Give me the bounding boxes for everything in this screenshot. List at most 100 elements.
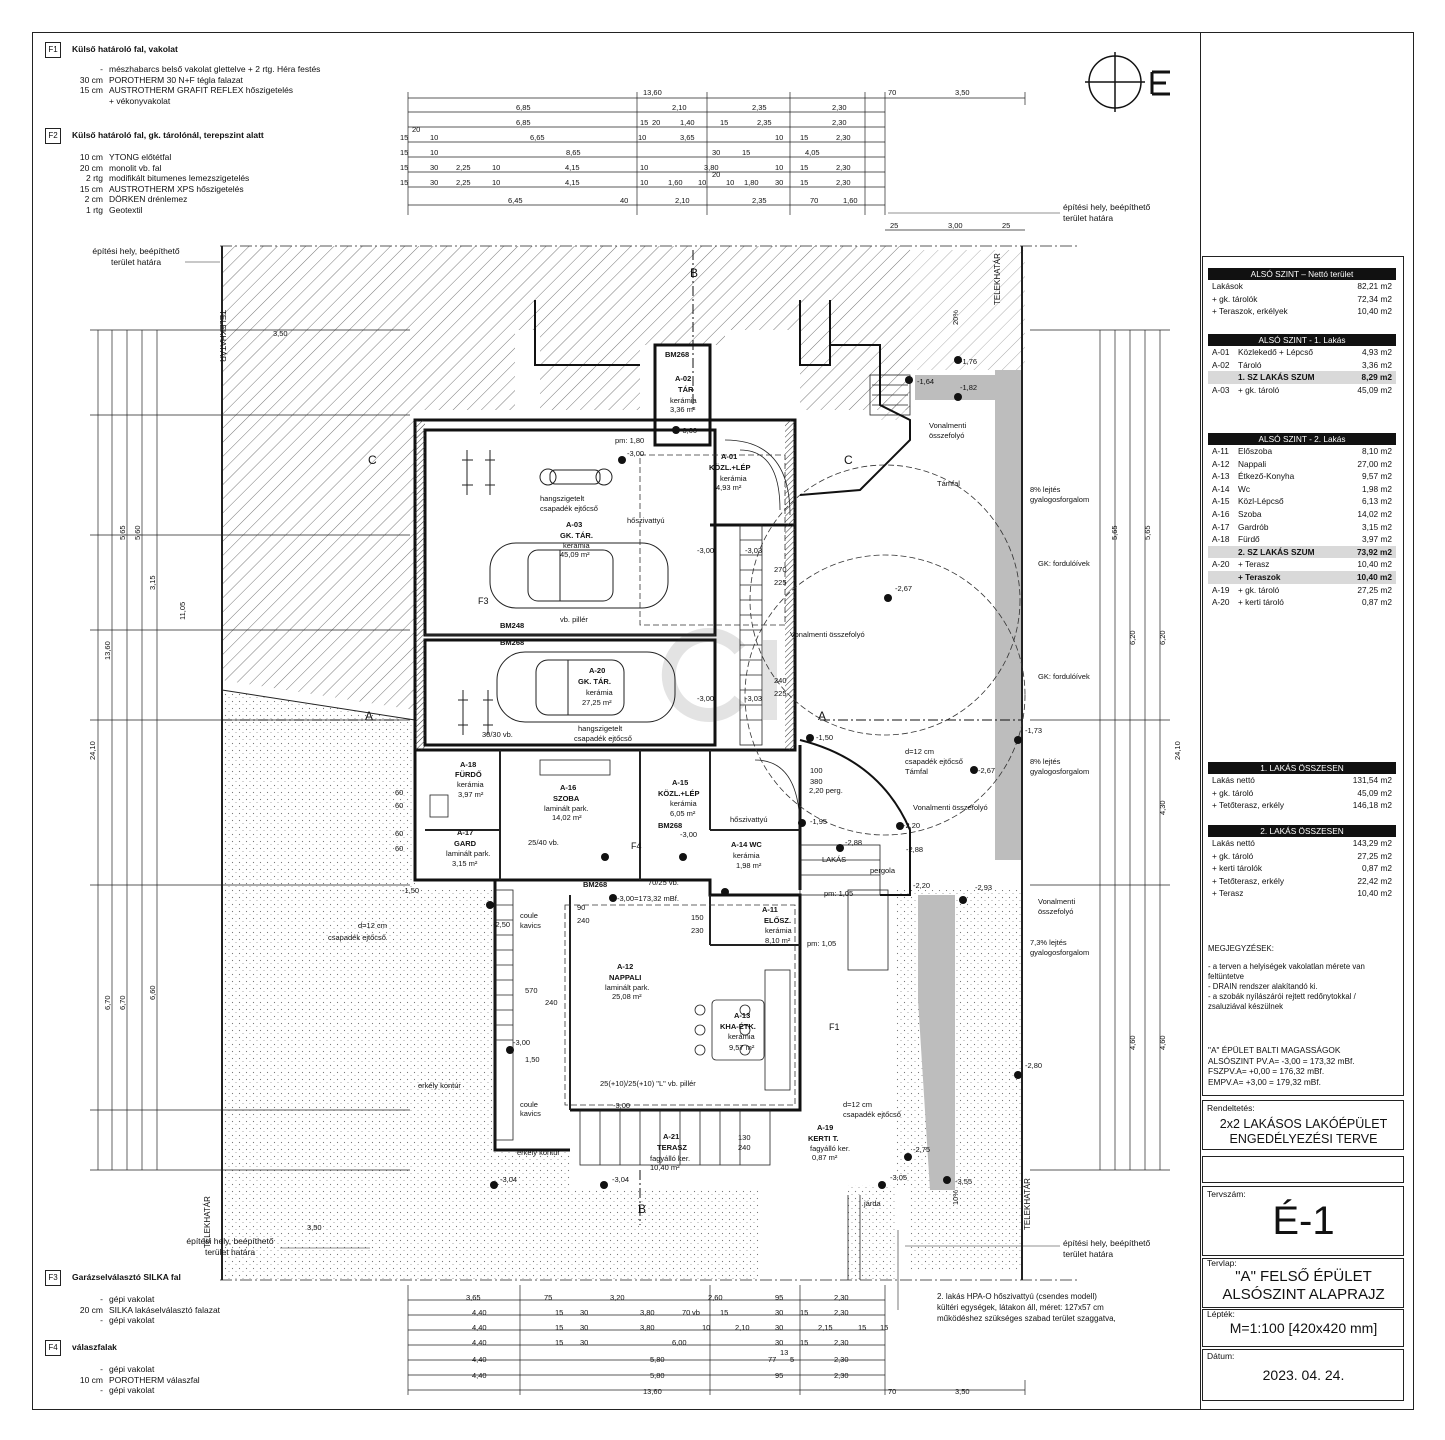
site-limit-label-left: építési hely, beépíthető terület határa <box>92 246 180 267</box>
svg-text:hőszivattyú: hőszivattyú <box>627 516 665 525</box>
svg-text:-1,64: -1,64 <box>917 377 934 386</box>
table-header: ALSÓ SZINT - 1. Lakás <box>1208 334 1396 346</box>
svg-text:csapadék ejtőcső: csapadék ejtőcső <box>843 1110 901 1119</box>
svg-text:150: 150 <box>691 913 704 922</box>
svg-text:csapadék ejtőcső: csapadék ejtőcső <box>540 504 598 513</box>
svg-text:15: 15 <box>800 1308 808 1317</box>
svg-text:13,60: 13,60 <box>643 1387 662 1396</box>
svg-text:2,30: 2,30 <box>834 1371 849 1380</box>
svg-text:4,15: 4,15 <box>565 178 580 187</box>
svg-text:B: B <box>690 266 698 280</box>
svg-text:9,57 m²: 9,57 m² <box>729 1043 755 1052</box>
svg-text:70: 70 <box>888 1387 896 1396</box>
garden-ground <box>222 690 1022 1280</box>
svg-text:30: 30 <box>580 1338 588 1347</box>
svg-text:2,35: 2,35 <box>757 118 772 127</box>
svg-text:2,60: 2,60 <box>708 1293 723 1302</box>
svg-text:gyalogosforgalom: gyalogosforgalom <box>1030 495 1089 504</box>
svg-text:3,50: 3,50 <box>307 1223 322 1232</box>
svg-text:4,40: 4,40 <box>472 1355 487 1364</box>
svg-text:A-14 WC: A-14 WC <box>731 840 762 849</box>
svg-text:csapadék ejtőcső: csapadék ejtőcső <box>574 734 632 743</box>
svg-text:BM248: BM248 <box>500 621 524 630</box>
svg-text:-3,03: -3,03 <box>745 694 762 703</box>
svg-text:2,30: 2,30 <box>834 1338 849 1347</box>
svg-text:30/30 vb.: 30/30 vb. <box>482 730 513 739</box>
svg-text:20: 20 <box>412 125 420 134</box>
svg-text:A-13: A-13 <box>734 1011 750 1020</box>
svg-text:-2,20: -2,20 <box>903 821 920 830</box>
svg-text:0,87 m²: 0,87 m² <box>812 1153 838 1162</box>
svg-text:-1,76: -1,76 <box>960 357 977 366</box>
svg-text:-1,50: -1,50 <box>816 733 833 742</box>
svg-text:KÖZL.+LÉP: KÖZL.+LÉP <box>658 789 699 798</box>
svg-text:8,65: 8,65 <box>566 148 581 157</box>
svg-text:10: 10 <box>702 1323 710 1332</box>
svg-text:coule: coule <box>520 911 538 920</box>
svg-text:95: 95 <box>775 1371 783 1380</box>
svg-text:3,80: 3,80 <box>640 1323 655 1332</box>
svg-text:TELEKHATÁR: TELEKHATÁR <box>993 253 1002 305</box>
svg-text:5: 5 <box>790 1355 794 1364</box>
svg-text:A-18: A-18 <box>460 760 476 769</box>
watermark-logo <box>661 628 777 722</box>
svg-text:A-02: A-02 <box>675 374 691 383</box>
svg-text:30: 30 <box>712 148 720 157</box>
svg-text:2,20 perg.: 2,20 perg. <box>809 786 843 795</box>
notes-block: MEGJEGYZÉSEK: - a terven a helyiségek va… <box>1208 944 1398 1012</box>
svg-text:A-15: A-15 <box>672 778 688 787</box>
svg-text:75: 75 <box>544 1293 552 1302</box>
svg-text:A-03: A-03 <box>566 520 582 529</box>
svg-text:1,80: 1,80 <box>744 178 759 187</box>
svg-text:1,40: 1,40 <box>680 118 695 127</box>
svg-text:8,10 m²: 8,10 m² <box>765 936 791 945</box>
svg-text:4,15: 4,15 <box>565 163 580 172</box>
svg-text:240: 240 <box>577 916 590 925</box>
svg-text:-3,04: -3,04 <box>500 1175 517 1184</box>
svg-text:570: 570 <box>525 986 538 995</box>
svg-text:70: 70 <box>810 196 818 205</box>
table-header: 2. LAKÁS ÖSSZESEN <box>1208 825 1396 837</box>
drawing-sheet-border <box>32 32 1414 1410</box>
svg-text:15: 15 <box>800 163 808 172</box>
svg-text:15: 15 <box>720 1308 728 1317</box>
svg-text:ELŐSZ.: ELŐSZ. <box>764 916 791 925</box>
svg-text:2,10: 2,10 <box>675 196 690 205</box>
svg-text:Vonalmenti összefolyó: Vonalmenti összefolyó <box>913 803 988 812</box>
svg-text:225: 225 <box>774 578 787 587</box>
svg-text:KÖZL.+LÉP: KÖZL.+LÉP <box>709 463 750 472</box>
svg-text:-3,00=173,32 mBf.: -3,00=173,32 mBf. <box>617 894 679 903</box>
svg-text:6,85: 6,85 <box>516 103 531 112</box>
svg-text:95: 95 <box>775 1293 783 1302</box>
svg-text:2,35: 2,35 <box>752 196 767 205</box>
svg-text:-3,00: -3,00 <box>627 449 644 458</box>
svg-text:pergola: pergola <box>870 866 896 875</box>
levels-block: "A" ÉPÜLET BALTI MAGASSÁGOK ALSÓSZINT PV… <box>1208 1045 1355 1087</box>
svg-text:15: 15 <box>742 148 750 157</box>
svg-text:A-01: A-01 <box>721 452 737 461</box>
svg-text:-2,93: -2,93 <box>975 883 992 892</box>
svg-text:-1,73: -1,73 <box>1025 726 1042 735</box>
svg-text:-3,00: -3,00 <box>680 426 697 435</box>
svg-text:BM268: BM268 <box>583 880 607 889</box>
svg-text:1,60: 1,60 <box>843 196 858 205</box>
svg-text:15: 15 <box>858 1323 866 1332</box>
svg-text:hangszigetelt: hangszigetelt <box>540 494 585 503</box>
svg-text:6,20: 6,20 <box>1158 630 1167 645</box>
svg-text:járda: járda <box>863 1199 882 1208</box>
legend-tag: F2 <box>45 128 61 144</box>
svg-text:240: 240 <box>774 676 787 685</box>
svg-text:d=12 cm: d=12 cm <box>905 747 934 756</box>
svg-text:kerámia: kerámia <box>728 1032 756 1041</box>
svg-text:14,02 m²: 14,02 m² <box>552 813 582 822</box>
svg-text:4,93 m²: 4,93 m² <box>716 483 742 492</box>
table-header: ALSÓ SZINT – Nettó terület <box>1208 268 1396 280</box>
